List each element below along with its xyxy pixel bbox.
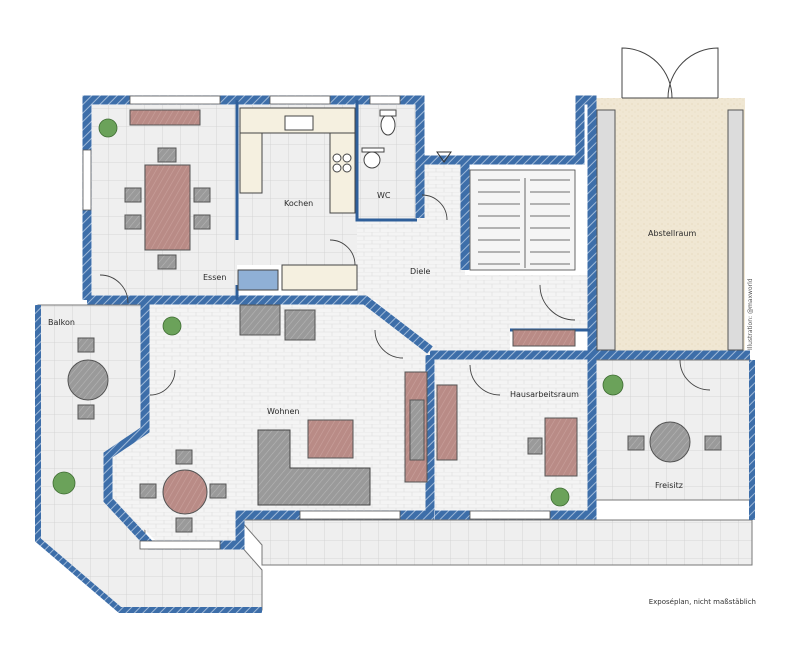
label-essen: Essen (203, 273, 226, 282)
label-balkon: Balkon (48, 318, 75, 327)
label-kochen: Kochen (284, 199, 313, 208)
stairs-cabinet (239, 304, 316, 341)
door-swings (99, 194, 711, 396)
label-abstellraum: Abstellraum (648, 229, 696, 238)
label-diele: Diele (410, 267, 431, 276)
balcony-rail (35, 305, 755, 613)
coffee-table (307, 419, 354, 459)
sideboard (129, 109, 201, 126)
windows (82, 95, 551, 550)
plant-icon (52, 118, 624, 507)
round-table-wohnen (139, 449, 227, 533)
freisitz-table (627, 421, 722, 463)
watermark: Illustration: @maxworld (747, 278, 754, 350)
storage-shelves (596, 109, 744, 351)
bottom-terrace-floor (238, 519, 753, 566)
dresser (436, 384, 458, 461)
diele-floor (357, 160, 590, 355)
shelf-hausarbeitsraum (512, 329, 576, 347)
balcony-table (67, 337, 109, 420)
tv-unit (404, 371, 428, 483)
sofa (257, 429, 371, 506)
label-freisitz: Freisitz (655, 481, 683, 490)
plan-caption: Exposéplan, nicht maßstäblich (648, 598, 756, 606)
dining-table (124, 147, 211, 270)
garage-doors (621, 47, 719, 99)
wc-fixtures (361, 109, 397, 169)
desk (527, 417, 578, 477)
abstellraum-floor (595, 98, 745, 353)
label-wc: WC (377, 191, 391, 200)
entrance-arrow-icon (436, 151, 452, 163)
kitchen-counters (237, 107, 358, 291)
label-wohnen: Wohnen (267, 407, 299, 416)
staircase (469, 169, 576, 271)
label-hausarbeitsraum: Hausarbeitsraum (510, 390, 579, 399)
